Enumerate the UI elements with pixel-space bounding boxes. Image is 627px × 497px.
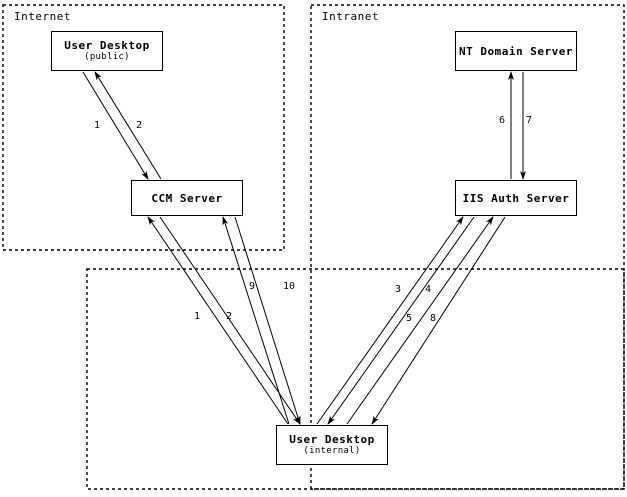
flow-arrow-5-user-desktop-internal-to-iis-auth-server xyxy=(346,216,494,425)
flow-arrows xyxy=(82,71,526,425)
zone-rect-intranet xyxy=(310,4,625,490)
flow-arrow-2-ccm-server-to-user-desktop-internal xyxy=(159,216,301,425)
flow-arrow-8-iis-auth-server-to-user-desktop-internal xyxy=(371,216,506,425)
node-ccm-server[interactable]: CCM Server xyxy=(131,180,243,216)
zone-label-intranet: Intranet xyxy=(322,10,379,23)
node-user-desktop-public[interactable]: User Desktop (public) xyxy=(51,31,163,71)
node-title-nt-domain-server: NT Domain Server xyxy=(459,44,573,58)
flow-label-10-ccm-server-to-user-desktop-internal: 10 xyxy=(283,281,296,292)
flow-label-6-iis-auth-server-to-nt-domain-server: 6 xyxy=(499,115,506,126)
flow-arrow-9-user-desktop-internal-to-ccm-server xyxy=(222,216,290,425)
flow-label-4-iis-auth-server-to-user-desktop-internal: 4 xyxy=(425,284,432,295)
flow-label-5-user-desktop-internal-to-iis-auth-server: 5 xyxy=(406,313,413,324)
flow-arrow-3-user-desktop-internal-to-iis-auth-server xyxy=(316,216,464,425)
flow-label-2-ccm-server-to-user-desktop-public: 2 xyxy=(136,120,143,131)
flow-arrow-10-ccm-server-to-user-desktop-internal xyxy=(234,216,301,425)
zone-rect-internal-lan xyxy=(86,268,625,490)
flow-label-3-user-desktop-internal-to-iis-auth-server: 3 xyxy=(395,284,402,295)
flow-arrow-1-user-desktop-public-to-ccm-server xyxy=(82,71,149,180)
flow-label-2-ccm-server-to-user-desktop-internal: 2 xyxy=(226,311,233,322)
node-iis-auth-server[interactable]: IIS Auth Server xyxy=(455,180,577,216)
node-user-desktop-internal[interactable]: User Desktop (internal) xyxy=(276,425,388,465)
flow-label-8-iis-auth-server-to-user-desktop-internal: 8 xyxy=(430,313,437,324)
flow-label-1-user-desktop-public-to-ccm-server: 1 xyxy=(94,120,101,131)
flow-arrow-1-user-desktop-internal-to-ccm-server xyxy=(147,216,289,425)
zone-label-internet: Internet xyxy=(14,10,71,23)
node-title-user-desktop-public: User Desktop xyxy=(64,39,150,52)
flow-arrow-4-iis-auth-server-to-user-desktop-internal xyxy=(327,216,475,425)
node-title-user-desktop-internal: User Desktop xyxy=(289,433,375,446)
node-nt-domain-server[interactable]: NT Domain Server xyxy=(455,31,577,71)
node-title-ccm-server: CCM Server xyxy=(151,191,223,205)
zone-boundaries xyxy=(2,4,625,490)
flow-arrow-2-ccm-server-to-user-desktop-public xyxy=(94,71,162,180)
zone-rect-internet xyxy=(2,4,285,251)
flow-label-9-user-desktop-internal-to-ccm-server: 9 xyxy=(249,281,256,292)
node-subtitle-user-desktop-public: (public) xyxy=(84,52,130,62)
node-subtitle-user-desktop-internal: (internal) xyxy=(303,446,361,456)
node-title-iis-auth-server: IIS Auth Server xyxy=(462,191,570,205)
flow-label-1-user-desktop-internal-to-ccm-server: 1 xyxy=(194,311,201,322)
flow-label-7-nt-domain-server-to-iis-auth-server: 7 xyxy=(526,115,533,126)
